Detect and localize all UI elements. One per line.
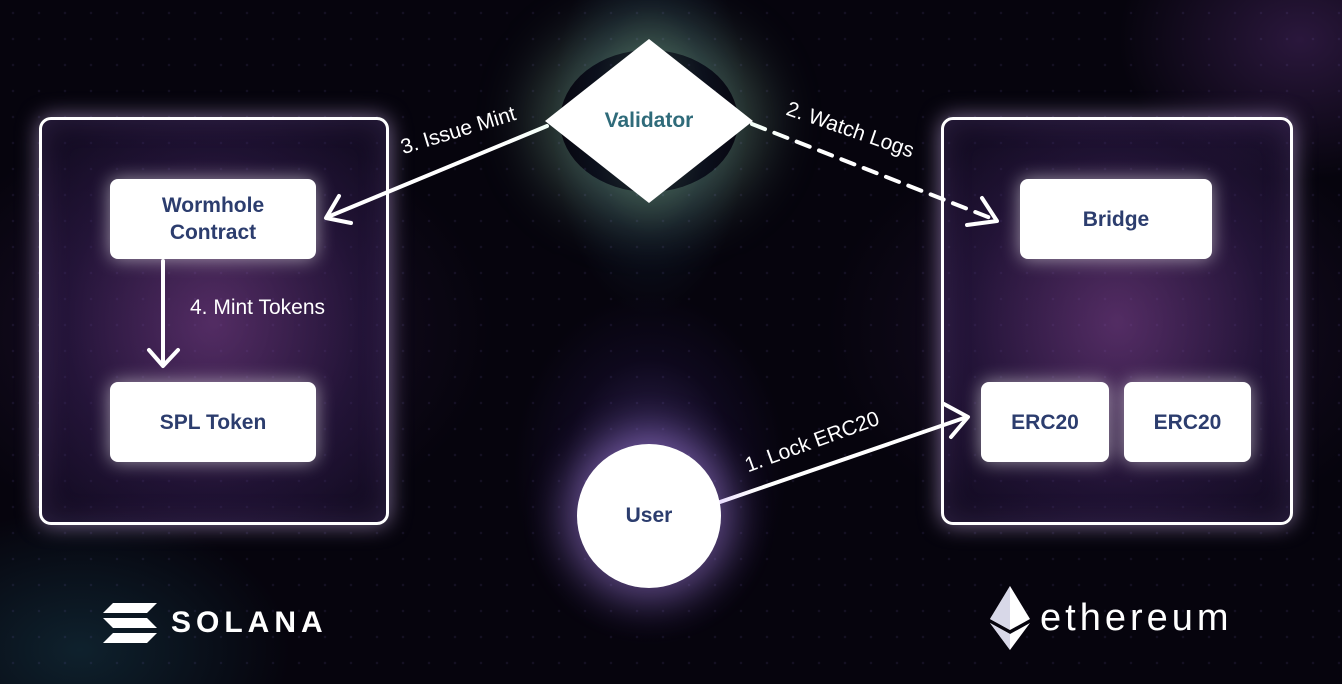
bridge-node: Bridge [1020,179,1212,259]
solana-logo-icon [103,603,157,643]
wormhole-contract-node: Wormhole Contract [110,179,316,259]
validator-label: Validator [604,109,694,132]
arrowhead-watch-logs [965,196,999,227]
wormhole-contract-label-line2: Contract [169,221,257,244]
erc20-node-left: ERC20 [981,382,1109,462]
step-mint-tokens-label: 4. Mint Tokens [190,296,326,319]
erc20-left-label: ERC20 [1011,410,1079,434]
arrow-lock-erc20 [718,416,966,504]
spl-token-node: SPL Token [110,382,316,462]
arrowhead-lock-erc20 [942,402,970,439]
arrowhead-issue-mint [324,194,353,225]
ethereum-logo: ethereum [990,586,1233,650]
user-label: User [625,504,673,527]
ethereum-logo-icon [990,586,1030,650]
erc20-node-right: ERC20 [1124,382,1251,462]
arrow-watch-logs [750,122,995,221]
user-node: User [577,444,721,588]
solana-logo: SOLANA [103,603,328,643]
erc20-right-label: ERC20 [1153,410,1222,434]
wormhole-contract-label-line1: Wormhole [161,194,265,217]
spl-token-label: SPL Token [159,410,267,434]
arrowhead-mint-tokens [147,348,180,368]
ethereum-wordmark: ethereum [1040,597,1233,639]
solana-wordmark: SOLANA [171,606,328,639]
bridge-label: Bridge [1082,207,1150,231]
arrow-issue-mint [328,124,549,218]
